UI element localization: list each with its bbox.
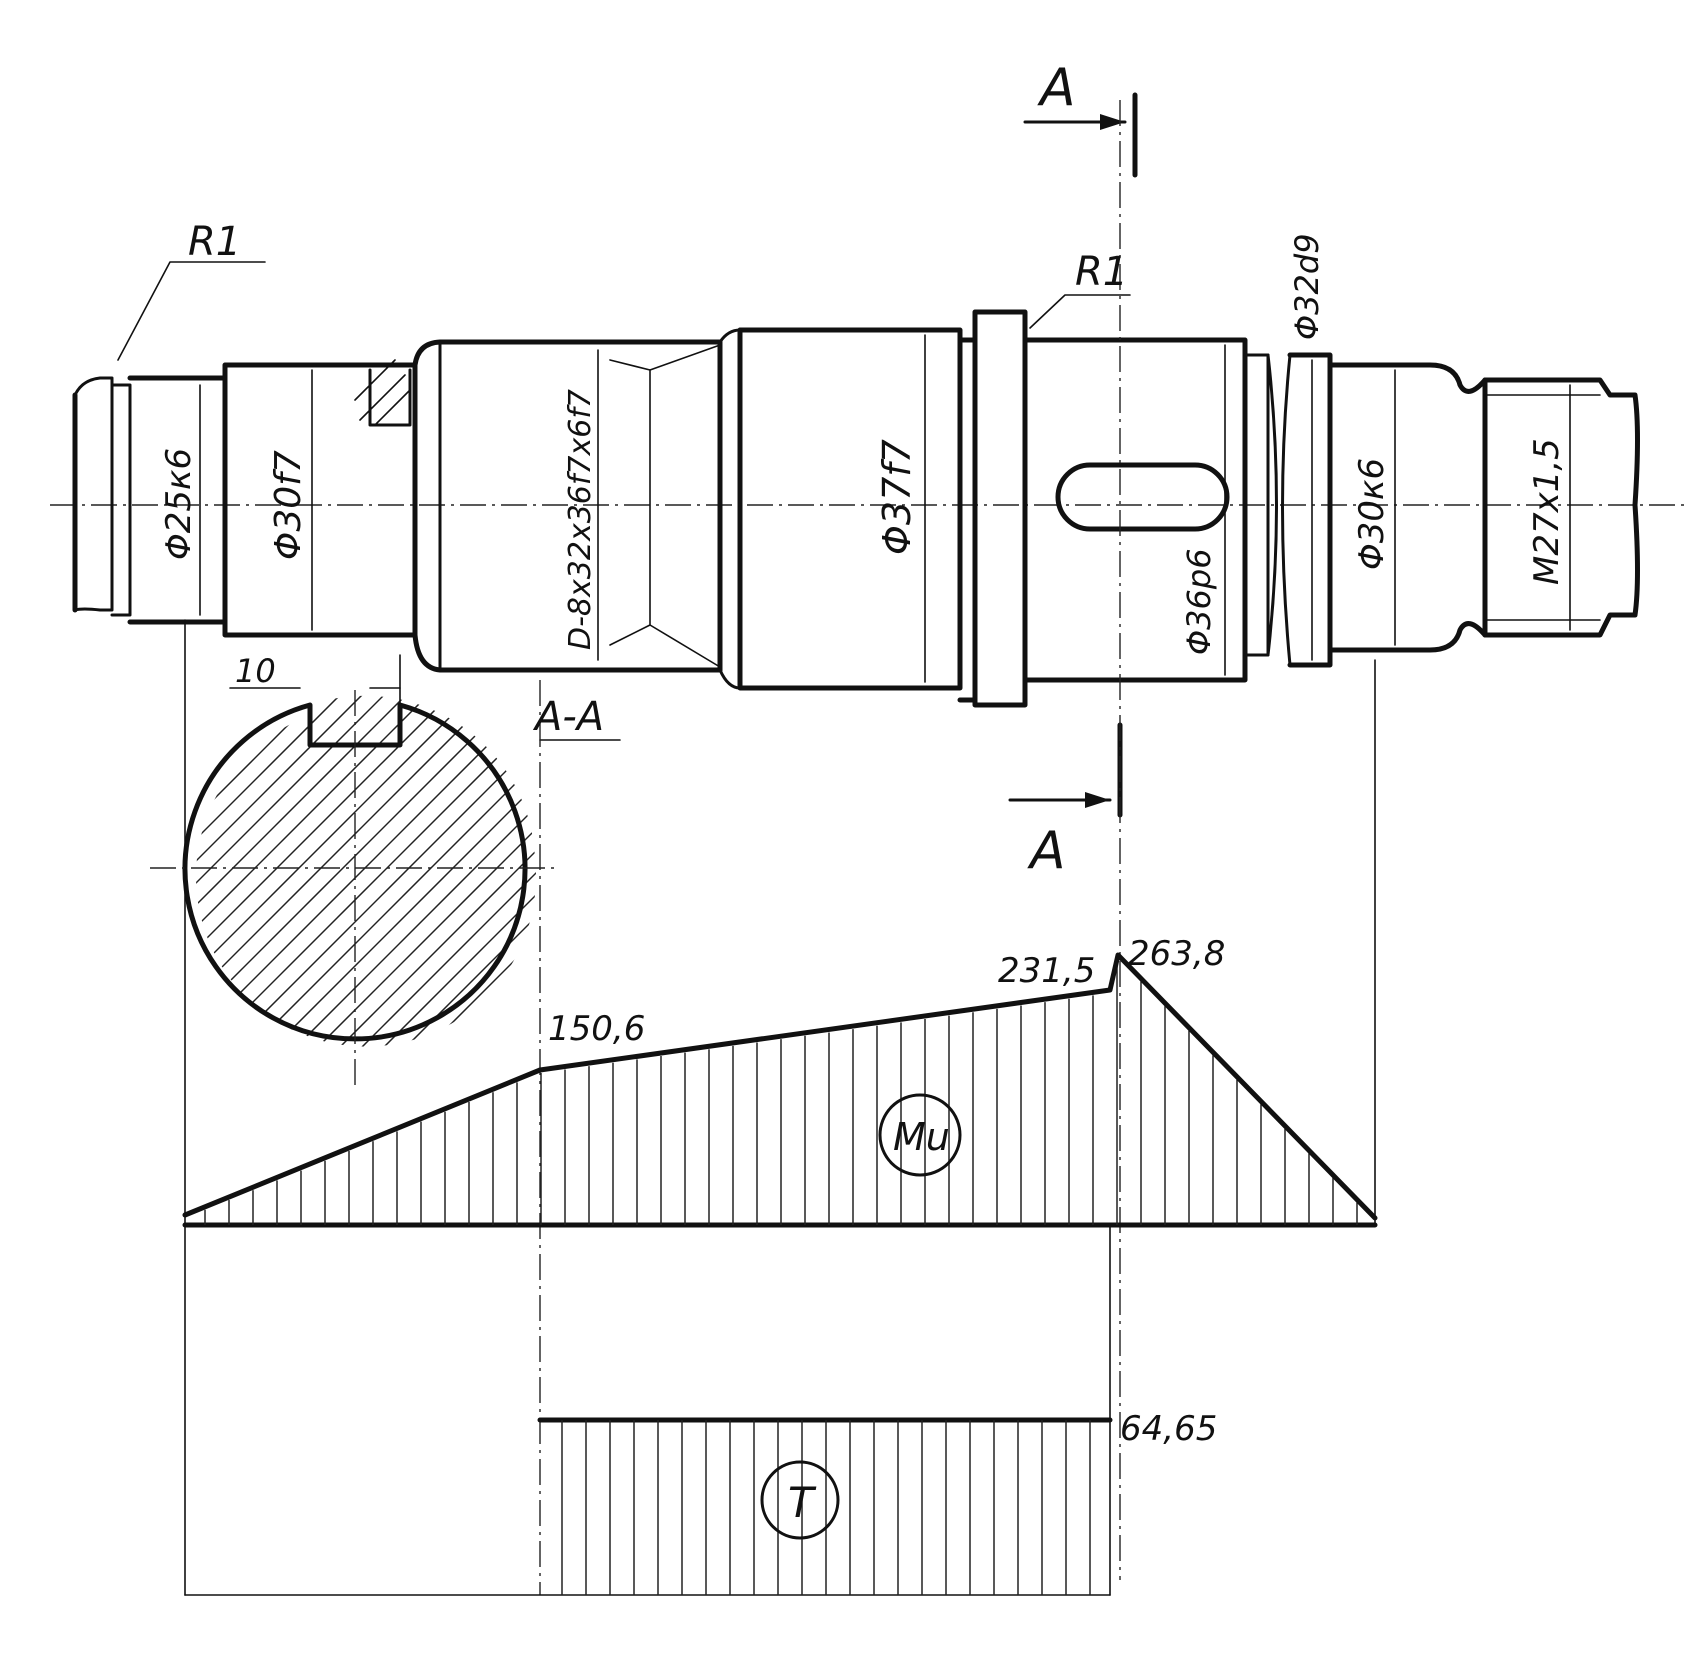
section-phi36p6 <box>1022 337 1248 683</box>
mu-value-2: 231,5 <box>998 951 1095 991</box>
mu-curve <box>182 952 1378 1221</box>
section-hatch-line <box>196 695 354 1047</box>
r1-left-label: R1 <box>188 219 241 265</box>
section-hatch-line <box>196 695 266 1047</box>
section-hatch-line <box>414 695 537 1047</box>
section-hatch-line <box>260 695 537 1047</box>
section-hatch-line <box>196 695 486 1047</box>
t-label: T <box>788 1478 817 1527</box>
key-width-label: 10 <box>235 652 276 690</box>
phi30k6-label: Φ30к6 <box>1352 458 1392 570</box>
section-hatch-line <box>304 695 537 1047</box>
key-detail <box>354 359 412 427</box>
phi37f7-label: Φ37f7 <box>875 439 919 555</box>
section-thread <box>1482 377 1640 638</box>
cut-arrowhead-bottom <box>1085 792 1110 808</box>
section-hatch-line <box>196 695 222 1047</box>
section-hatch-line <box>238 695 537 1047</box>
break-lines <box>1266 353 1292 667</box>
section-phi30k6 <box>1327 362 1488 653</box>
mu-circle <box>878 1093 962 1177</box>
section-outline <box>182 702 528 1042</box>
t-circle <box>760 1460 840 1540</box>
t-value: 64,65 <box>1120 1409 1217 1449</box>
keyway-slot <box>1055 462 1230 532</box>
thread-lines <box>1484 394 1601 621</box>
thread-label: M27x1,5 <box>1527 438 1567 585</box>
radius-leaders <box>117 261 1131 361</box>
section-aa <box>0 654 947 1085</box>
section-hatch-line <box>392 695 537 1047</box>
section-hatch-line <box>547 660 947 1060</box>
section-hatch-line <box>196 695 244 1047</box>
left-end-chamfer <box>73 376 114 612</box>
r1-left-leader <box>117 261 266 361</box>
spline-label: D-8x32x36f7x6f7 <box>563 389 598 650</box>
r1-right-leader <box>1029 294 1131 329</box>
section-cut-marks <box>1008 92 1138 1580</box>
left-groove <box>110 383 132 617</box>
section-hatch-line <box>196 695 464 1047</box>
section-hatch-line <box>370 695 537 1047</box>
section-mark-top: A <box>1037 58 1076 118</box>
section-title: A-A <box>532 694 604 740</box>
section-phi32d9 <box>1287 352 1333 668</box>
section-phi30f7 <box>222 362 418 638</box>
neck <box>1243 353 1270 657</box>
section-hatch-line <box>196 695 442 1047</box>
moment-diagrams <box>182 619 1378 1596</box>
collar-fillets <box>718 328 742 690</box>
t-hatch <box>561 1420 1091 1595</box>
spline-runout-lines <box>649 344 721 668</box>
mu-value-1: 150,6 <box>548 1009 645 1049</box>
section-hatch-line <box>458 695 537 1047</box>
shaft <box>50 309 1690 708</box>
mu-value-3: 263,8 <box>1128 934 1225 974</box>
section-hatch-line <box>196 695 537 1047</box>
cut-arrowhead-top <box>1100 114 1125 130</box>
section-hatch-line <box>216 695 537 1047</box>
r1-right-label: R1 <box>1075 249 1128 295</box>
section-hatch-line <box>282 695 537 1047</box>
section-phi37f7 <box>717 327 963 691</box>
shoulder-ring <box>972 309 1028 708</box>
phi25-label: Φ25к6 <box>159 448 199 560</box>
section-mark-bottom: A <box>1027 821 1066 881</box>
phi36p6-label: Φ36p6 <box>1180 548 1218 655</box>
diameter-dimensions <box>199 334 1571 683</box>
section-hatch-line <box>196 695 420 1047</box>
key-outline <box>368 368 412 427</box>
mu-label: Mu <box>893 1115 950 1159</box>
labels: R1 R1 A A A-A 10 Φ25к6 Φ30f7 D-8x32x36f7… <box>159 58 1567 1527</box>
section-hatch-line <box>196 695 530 1047</box>
phi30f7-label: Φ30f7 <box>268 450 309 560</box>
key-hatch <box>354 359 411 426</box>
section-hatch-line <box>196 695 537 1047</box>
section-hatch-line <box>196 695 332 1047</box>
spline-runout <box>609 359 651 646</box>
section-hatch-line <box>0 660 155 1060</box>
mu-hatch <box>204 962 1358 1225</box>
section-hatch-line <box>196 695 508 1047</box>
section-hatch-line <box>436 695 537 1047</box>
phi32d9-label: Φ32d9 <box>1288 233 1326 340</box>
section-hatch-line <box>196 695 398 1047</box>
section-hatch-line <box>196 695 200 1047</box>
section-hatch-line <box>348 695 537 1047</box>
section-hatch-line <box>0 660 177 1060</box>
